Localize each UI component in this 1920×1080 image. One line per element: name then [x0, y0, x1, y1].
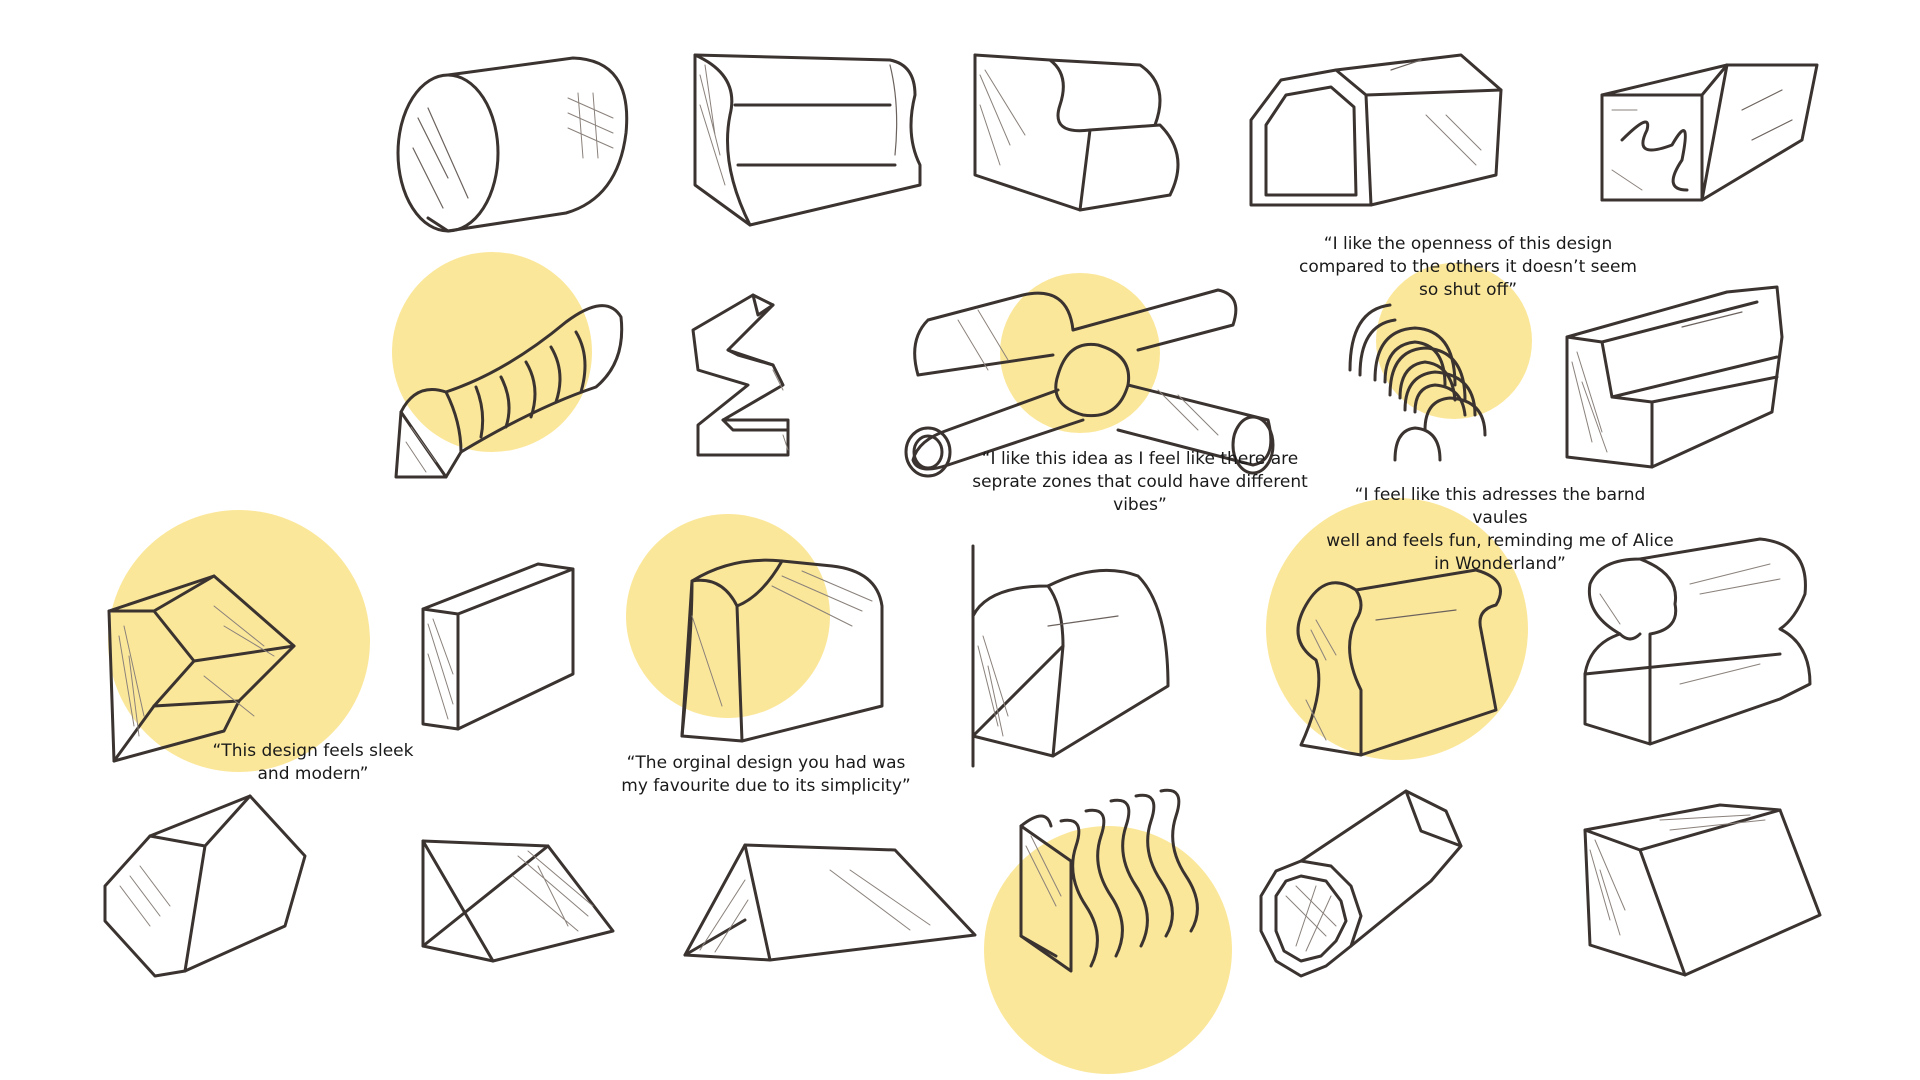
- wave-wall-sketch: [690, 45, 930, 235]
- rounded-arch-shelter-sketch: [672, 556, 892, 746]
- highlight-chevron-prism: [108, 510, 370, 772]
- a-frame-tent-sketch: [680, 840, 980, 965]
- tunnel-cylinder-sketch: [388, 48, 638, 238]
- wedge-ramp-sketch: [418, 836, 618, 966]
- double-lobe-block-sketch: [1580, 534, 1815, 749]
- highlight-ribbed-tunnel: [392, 252, 592, 452]
- highlight-wavy-slats: [984, 826, 1232, 1074]
- arch-rings-sketch: [1340, 290, 1520, 470]
- quote-original: “The orginal design you had was my favou…: [621, 753, 911, 796]
- stepped-block-sketch: [1562, 282, 1792, 472]
- barn-shelter-sketch: [1246, 45, 1506, 215]
- wavy-slat-wall-sketch: [1016, 786, 1216, 976]
- quote-zones: “I like this idea as I feel like there a…: [972, 449, 1308, 515]
- highlight-cross-tubes: [1000, 273, 1160, 433]
- quote-alice: “I feel like this adresses the barnd vau…: [1326, 485, 1674, 574]
- highlight-rounded-arch: [626, 514, 830, 718]
- octagon-tunnel-sketch: [1256, 786, 1466, 986]
- slanted-block-sketch: [1580, 800, 1825, 980]
- highlight-keyhole-shelter: [1266, 498, 1528, 760]
- ribbed-curved-tunnel-sketch: [386, 292, 626, 492]
- keyhole-shelter-sketch: [1286, 560, 1516, 760]
- quote-sleek: “This design feels sleek and modern”: [212, 741, 414, 784]
- cross-tubes-sketch: [898, 280, 1278, 478]
- box-with-squiggle-sketch: [1592, 50, 1822, 210]
- zigzag-wall-sketch: [688, 290, 818, 460]
- hexagon-prism-sketch: [100, 794, 320, 978]
- half-arch-wall-sketch: [968, 544, 1178, 768]
- curved-seat-sketch: [970, 35, 1200, 215]
- cube-box-sketch: [418, 554, 578, 734]
- chevron-prism-sketch: [104, 566, 304, 766]
- quote-openness: “I like the openness of this design comp…: [1299, 234, 1637, 300]
